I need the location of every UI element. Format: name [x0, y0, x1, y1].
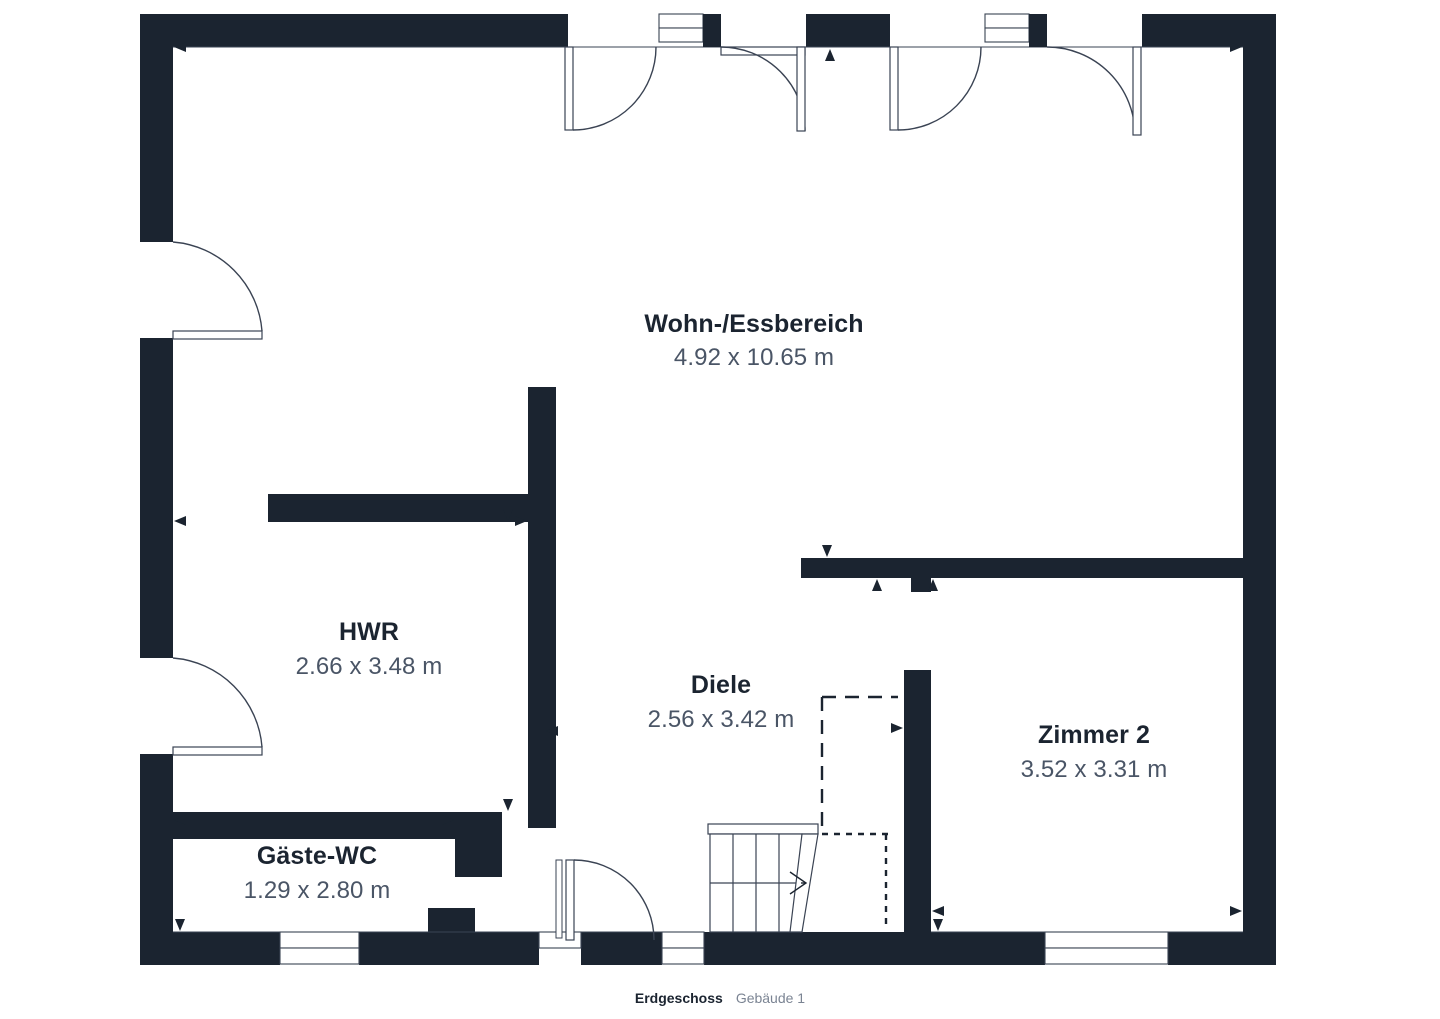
dim-arrow-z2-top-down — [822, 545, 832, 557]
wall-bottom-seg-1 — [140, 932, 280, 965]
wall-hwr-bottom-nub — [455, 812, 502, 877]
dim-arrow-wc-top-right — [442, 815, 454, 825]
door-french-2-left — [889, 46, 982, 131]
walls-group — [140, 14, 1276, 965]
room-dims-diele: 2.56 x 3.42 m — [648, 706, 795, 733]
door-french-1-left — [564, 46, 657, 131]
staircase — [707, 823, 819, 933]
wall-right — [1243, 14, 1276, 965]
room-label-hwr: HWR 2.66 x 3.48 m — [296, 618, 443, 680]
wall-bottom-seg-5 — [1168, 932, 1276, 965]
room-label-gaeste-wc: Gäste-WC 1.29 x 2.80 m — [244, 842, 391, 904]
room-dims-zimmer-2: 3.52 x 3.31 m — [1021, 756, 1168, 783]
window-bottom-zimmer2 — [1044, 931, 1169, 965]
wall-left-lower — [140, 754, 173, 965]
room-label-diele: Diele 2.56 x 3.42 m — [648, 671, 795, 733]
dim-arrow-top-pier — [825, 49, 835, 61]
dim-arrow-top-right — [1230, 42, 1242, 52]
footer-building-label: Gebäude 1 — [735, 990, 806, 1006]
dim-arrow-z2-bottom-left — [932, 906, 944, 916]
room-label-zimmer-2: Zimmer 2 3.52 x 3.31 m — [1021, 721, 1168, 783]
dim-arrow-z2-right — [1230, 906, 1242, 916]
wall-wc-pier — [428, 908, 475, 938]
wall-hwr-vertical — [528, 387, 556, 828]
wall-zimmer2-top-nub — [911, 578, 931, 592]
dim-arrow-hwr-top-right — [515, 516, 527, 526]
wall-bottom-seg-3 — [581, 932, 662, 965]
wall-hwr-top — [268, 494, 528, 522]
dim-arrow-wc-top-left — [174, 815, 186, 825]
wall-top-pier-1 — [806, 14, 890, 47]
wall-top-left — [140, 14, 568, 47]
room-labels-group: Wohn-/Essbereich 4.92 x 10.65 m HWR 2.66… — [244, 310, 1168, 904]
wall-bottom-seg-4 — [704, 932, 1045, 965]
room-dims-wohn-essbereich: 4.92 x 10.65 m — [674, 344, 834, 371]
dim-arrow-hwr-top-up — [503, 509, 513, 521]
doors-group — [172, 46, 1142, 941]
wall-left-middle — [140, 338, 173, 658]
plan-footer: Erdgeschoss Gebäude 1 — [0, 977, 1440, 1019]
room-name-diele: Diele — [691, 671, 751, 699]
dim-arrow-hwr-vert — [546, 726, 558, 736]
windows-group — [279, 13, 1169, 965]
footer-level-label: Erdgeschoss — [634, 990, 723, 1006]
room-dims-gaeste-wc: 1.29 x 2.80 m — [244, 877, 391, 904]
interior-outline-group — [173, 46, 1243, 933]
wall-zimmer2-top — [801, 558, 1249, 578]
stair-direction-arrow — [789, 871, 808, 895]
room-name-zimmer-2: Zimmer 2 — [1038, 721, 1150, 749]
dim-arrow-z2-nub-left — [872, 579, 882, 591]
dim-arrow-z2-nub-right — [928, 579, 938, 591]
stairwell-opening-dashed — [820, 695, 898, 930]
window-top-1-pier — [703, 14, 721, 47]
dim-arrow-hwr-bottom-down — [503, 799, 513, 811]
stair-treads — [710, 834, 802, 932]
room-name-hwr: HWR — [339, 618, 399, 646]
door-left-upper — [172, 241, 263, 340]
room-name-wohn-essbereich: Wohn-/Essbereich — [644, 310, 863, 338]
window-bottom-wc — [279, 931, 360, 965]
room-name-gaeste-wc: Gäste-WC — [257, 842, 377, 870]
door-french-1-right — [720, 46, 806, 132]
door-french-2-right — [1046, 46, 1142, 136]
door-entry-diele — [565, 859, 655, 941]
dimension-markers — [174, 42, 1242, 931]
door-left-lower — [172, 657, 263, 756]
wall-left-upper — [140, 14, 173, 242]
room-dims-hwr: 2.66 x 3.48 m — [296, 653, 443, 680]
dim-arrow-top-left — [174, 42, 186, 52]
window-top-2-pier — [1029, 14, 1047, 47]
window-bottom-diele-b — [661, 931, 705, 965]
door-hwr-diele — [555, 859, 563, 939]
window-top-2 — [984, 13, 1030, 43]
dim-arrow-diele-wall-right — [891, 723, 903, 733]
wall-diele-zimmer2 — [904, 670, 931, 938]
dim-arrow-z2-bottom-down — [933, 919, 943, 931]
wall-hwr-bottom — [173, 812, 455, 839]
window-top-1 — [658, 13, 704, 43]
dim-arrow-wc-bottom-down — [175, 919, 185, 931]
room-label-wohn-essbereich: Wohn-/Essbereich 4.92 x 10.65 m — [644, 310, 863, 371]
dim-arrow-left-mid — [174, 516, 186, 526]
stair-landing — [707, 823, 819, 835]
